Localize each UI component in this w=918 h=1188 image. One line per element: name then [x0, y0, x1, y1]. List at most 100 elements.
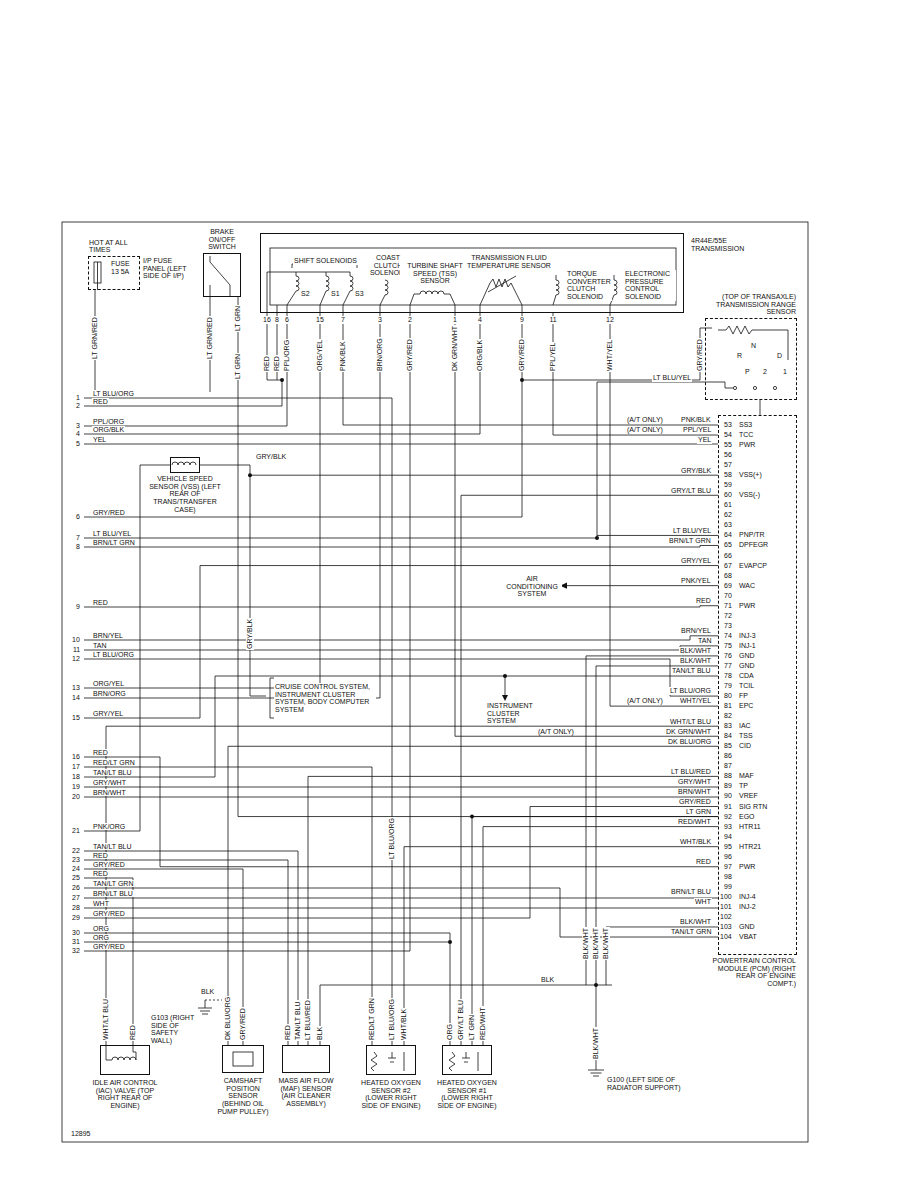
- wire-label: RED: [695, 858, 712, 866]
- wire-label: WAC: [738, 582, 756, 590]
- wire-label: 92: [723, 813, 733, 821]
- wire-label: PWR: [738, 441, 756, 449]
- wire-connector: [308, 776, 718, 1045]
- wire-label: GRY/WHT: [92, 779, 127, 787]
- wire-label: 20: [71, 793, 81, 801]
- wire-label: 17: [71, 763, 81, 771]
- wire-label: 93: [723, 823, 733, 831]
- wire-label: GRY/YEL: [92, 710, 124, 718]
- wire-label: TCC: [738, 431, 754, 439]
- wire-label: TAN/LT BLU: [92, 843, 133, 851]
- wire-label: DK BLU/ORG: [667, 738, 712, 746]
- wire-label: 25: [71, 874, 81, 882]
- wire-drawing: [84, 398, 392, 1045]
- wire-label: S2: [300, 290, 311, 298]
- wire-label: 2: [762, 368, 768, 376]
- wire-label: TAN/LT GRN: [92, 880, 134, 888]
- wire-label: 100: [719, 893, 733, 901]
- wire-label: TAN/LT BLU: [671, 667, 712, 675]
- wire-label: LT BLU/YEL: [92, 530, 132, 538]
- wire-label: 94: [723, 833, 733, 841]
- wire-label: ORG/BLK: [92, 426, 125, 434]
- wire-drawing: [270, 248, 676, 305]
- wire-label: 29: [71, 914, 81, 922]
- wire-label: 16: [71, 753, 81, 761]
- wire-label: WHT: [694, 898, 712, 906]
- wire-connector: [200, 465, 718, 475]
- wire-drawing: [718, 382, 733, 388]
- wire-label: GRY/RED: [696, 338, 704, 372]
- wire-label: 24: [71, 865, 81, 873]
- wire-label: LT BLU/ORG: [388, 998, 396, 1041]
- wire-label: 2: [407, 316, 413, 324]
- wire-label: PPL/YEL: [682, 426, 712, 434]
- wire-label: YEL: [697, 436, 712, 444]
- wire-label: 75: [723, 642, 733, 650]
- wire-label: BRN/LT GRN: [668, 537, 712, 545]
- wire-label: LT GRN: [468, 1014, 476, 1041]
- wire-label: 78: [723, 672, 733, 680]
- wire-label: 12895: [70, 1130, 91, 1138]
- wire-label: 82: [723, 712, 733, 720]
- wire-drawing: [610, 305, 718, 706]
- wire-label: 53: [723, 421, 733, 429]
- wire-label: 57: [723, 461, 733, 469]
- wire-drawing: [84, 305, 480, 434]
- wire-label: G103 (RIGHT SIDE OF SAFETY WALL): [150, 1014, 200, 1045]
- wire-label: (A/T ONLY): [626, 416, 664, 424]
- wire-label: 79: [723, 682, 733, 690]
- wire-label: MAF: [738, 772, 755, 780]
- wire-drawing: [449, 1052, 478, 1071]
- wire-label: 28: [71, 904, 81, 912]
- wire-label: 1: [782, 368, 788, 376]
- wire-label: 5: [75, 440, 81, 448]
- wire-label: INJ-4: [738, 893, 757, 901]
- wire-label: PPL/ORG: [92, 418, 125, 426]
- wire-label: 3: [75, 422, 81, 430]
- wire-drawing: [320, 656, 718, 1070]
- wire-label: BRN/LT GRN: [92, 539, 136, 547]
- wire-label: GRY/RED: [406, 338, 414, 372]
- wire-label: 32: [71, 947, 81, 955]
- wire-drawing: [84, 888, 718, 937]
- wire-label: PNK/YEL: [680, 577, 712, 585]
- wire-label: LT BLU/ORG: [92, 390, 135, 398]
- wire-drawing: [84, 757, 718, 867]
- wire-drawing: [84, 787, 718, 788]
- wire-drawing: [84, 646, 718, 650]
- wire-label: 73: [723, 622, 733, 630]
- wire-label: 4: [75, 430, 81, 438]
- wire-drawing: [248, 378, 599, 987]
- wire-connector: [553, 313, 718, 435]
- wire-label: (A/T ONLY): [626, 697, 664, 705]
- wire-label: ORG: [92, 934, 110, 942]
- wire-label: RED/WHT: [479, 1006, 487, 1041]
- wire-label: 103: [719, 923, 733, 931]
- wire-label: LT GRN: [685, 808, 712, 816]
- component-box: HEATED OXYGEN SENSOR #2 (LOWER RIGHT SID…: [366, 1045, 416, 1075]
- wire-drawing: [172, 462, 196, 465]
- node-text: IDLE AIR CONTROL (IAC) VALVE (TOP RIGHT …: [87, 1079, 163, 1110]
- wire-label: LT BLU/ORG: [669, 687, 712, 695]
- wire-label: 30: [71, 929, 81, 937]
- wire-label: 98: [723, 873, 733, 881]
- wire-label: PNK/ORG: [92, 823, 126, 831]
- wire-label: 63: [723, 521, 733, 529]
- wire-label: LT GRN/RED: [206, 316, 214, 360]
- wire-label: GRY/RED: [92, 509, 126, 517]
- wire-label: BRN/ORG: [92, 690, 127, 698]
- wire-label: LT GRN: [234, 353, 242, 380]
- wire-label: SIG RTN: [738, 803, 768, 811]
- wire-label: BRN/ORG: [376, 337, 384, 372]
- wire-label: TCIL: [738, 682, 755, 690]
- wire-label: BRN/YEL: [680, 627, 712, 635]
- wire-drawing: [250, 475, 274, 718]
- wire-drawing: [84, 305, 712, 517]
- wire-label: WHT/BLK: [679, 838, 712, 846]
- wire-label: BLK/WHT: [679, 918, 712, 926]
- wire-drawing: [84, 898, 718, 899]
- wire-label: RED/WHT: [677, 818, 712, 826]
- wire-label: 26: [71, 884, 81, 892]
- wire-label: ORG/BLK: [476, 339, 484, 372]
